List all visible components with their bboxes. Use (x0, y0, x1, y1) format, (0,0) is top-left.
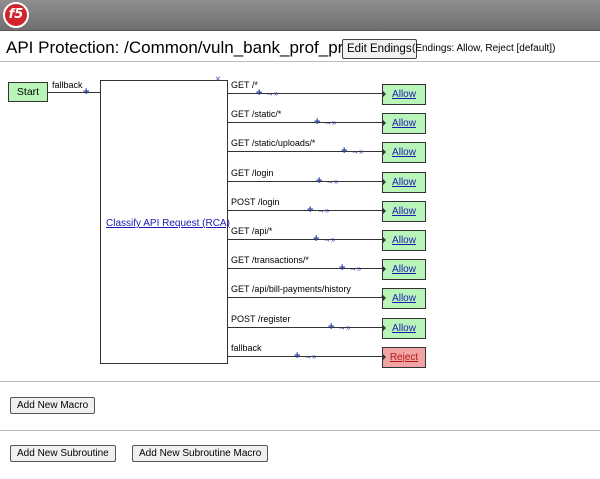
branch-label: GET /* (231, 80, 258, 90)
add-action-icon[interactable]: + (256, 87, 263, 99)
top-banner: f5 (0, 0, 600, 31)
page-title: API Protection: /Common/vuln_bank_prof_p… (6, 38, 353, 57)
ending-allow-link[interactable]: Allow (392, 235, 416, 246)
section-divider (0, 430, 600, 431)
ending-allow-node: Allow (382, 84, 426, 105)
add-new-subroutine-button[interactable]: Add New Subroutine (10, 445, 116, 462)
add-action-icon[interactable]: + (294, 349, 301, 362)
ending-allow-link[interactable]: Allow (392, 176, 416, 188)
add-new-subroutine-macro-button[interactable]: Add New Subroutine Macro (132, 445, 269, 462)
edit-endings-button[interactable]: Edit Endings (342, 39, 417, 59)
ending-allow-node: Allow (382, 259, 426, 281)
ending-allow-link[interactable]: Allow (392, 293, 416, 305)
add-action-icon[interactable]: + (339, 262, 346, 275)
branch-line (228, 268, 382, 270)
branch-label: GET /static/* (231, 109, 282, 120)
add-action-icon[interactable]: + (328, 320, 335, 333)
add-action-icon[interactable]: + (316, 174, 323, 187)
ending-allow-link[interactable]: Allow (392, 205, 416, 217)
branch-line (228, 355, 382, 357)
ending-allow-node: Allow (382, 142, 426, 164)
arrow-icon: →» (304, 351, 317, 361)
ending-allow-node: Allow (382, 230, 426, 251)
ending-allow-link[interactable]: Allow (392, 118, 416, 130)
ending-allow-node: Allow (382, 200, 426, 222)
ending-allow-link[interactable]: Allow (392, 264, 416, 276)
branch-line (228, 209, 382, 211)
arrow-icon: →» (349, 264, 362, 274)
endings-note: (Endings: Allow, Reject [default]) (412, 43, 556, 54)
add-action-icon[interactable]: + (307, 203, 314, 216)
add-action-icon[interactable]: + (341, 145, 348, 158)
branch-line (228, 122, 382, 124)
branch-label: POST /login (231, 196, 280, 207)
start-fallback-label: fallback (52, 80, 83, 90)
ending-allow-node: Allow (382, 288, 426, 310)
branch-line (228, 239, 382, 240)
add-new-macro-button[interactable]: Add New Macro (10, 397, 96, 414)
add-action-icon[interactable]: + (314, 116, 321, 129)
title-bar: API Protection: /Common/vuln_bank_prof_p… (0, 32, 600, 62)
branch-label: POST /register (231, 313, 291, 324)
start-node: Start (8, 82, 48, 102)
arrow-icon: →» (323, 235, 336, 244)
ending-reject-node: Reject (382, 346, 426, 368)
start-connector-line (48, 92, 100, 93)
arrow-icon: →» (326, 176, 339, 186)
arrow-icon: →» (351, 147, 364, 157)
branch-line (228, 93, 382, 94)
branch-line (228, 326, 382, 328)
ending-allow-link[interactable]: Allow (392, 89, 416, 100)
arrow-icon: →» (324, 118, 337, 128)
ending-allow-node: Allow (382, 171, 426, 193)
branch-label: GET /api/* (231, 226, 273, 236)
branch-label: GET /transactions/* (231, 255, 309, 266)
delete-icon[interactable]: × (215, 74, 221, 85)
branch-line (228, 151, 382, 153)
rca-action-box (100, 80, 228, 364)
branch-line (228, 297, 382, 299)
section-divider (0, 381, 600, 382)
branch-line (228, 180, 382, 182)
arrow-icon: →» (338, 322, 351, 332)
ending-allow-link[interactable]: Allow (392, 147, 416, 159)
start-add-icon[interactable]: + (83, 86, 90, 98)
ending-allow-node: Allow (382, 113, 426, 135)
branch-label: fallback (231, 342, 262, 353)
ending-reject-link[interactable]: Reject (389, 351, 419, 363)
arrow-icon: →» (317, 205, 330, 215)
branch-label: GET /static/uploads/* (231, 138, 316, 149)
f5-logo: f5 (3, 2, 29, 28)
rca-action-link[interactable]: Classify API Request (RCA) (106, 218, 230, 229)
ending-allow-link[interactable]: Allow (392, 322, 416, 334)
branch-label: GET /login (231, 167, 274, 178)
arrow-icon: →» (266, 89, 279, 98)
add-action-icon[interactable]: + (313, 233, 320, 245)
ending-allow-node: Allow (382, 317, 426, 339)
branch-label: GET /api/bill-payments/history (231, 284, 351, 295)
